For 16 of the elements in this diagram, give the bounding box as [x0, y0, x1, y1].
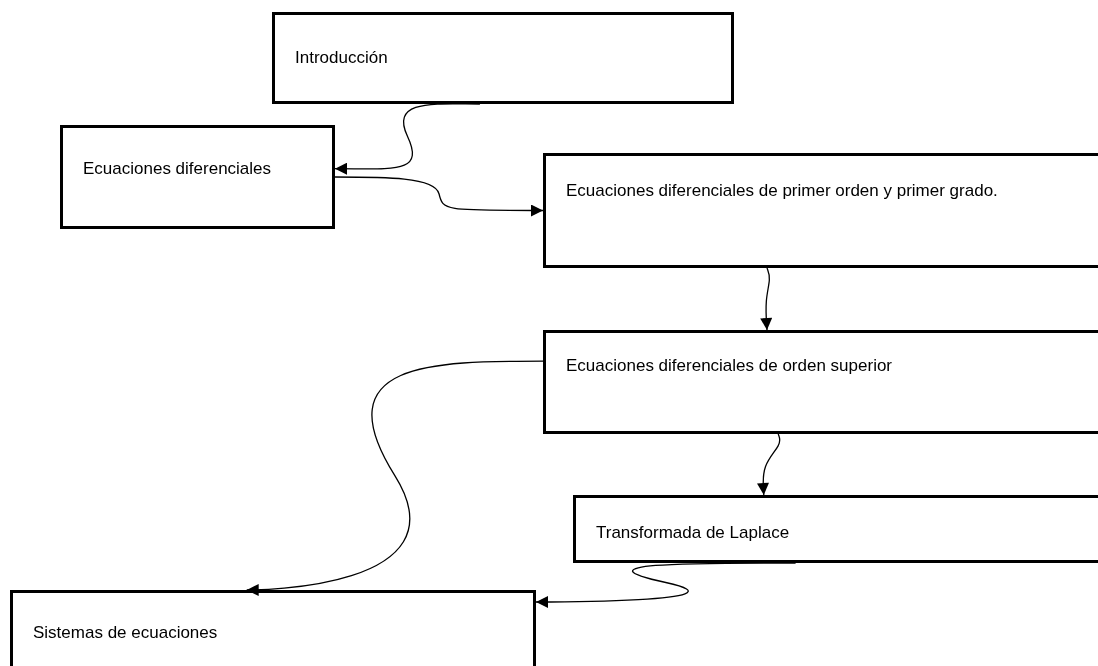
process-box	[543, 330, 1098, 434]
box-label: Ecuaciones diferenciales	[83, 158, 273, 180]
process-box	[272, 12, 734, 104]
process-box	[543, 153, 1098, 268]
process-box	[10, 590, 536, 666]
process-box	[60, 125, 335, 229]
box-label: Introducción	[295, 47, 389, 69]
arrow	[757, 433, 781, 496]
arrow	[760, 267, 773, 331]
box-label: Ecuaciones diferenciales de primer orden y primer grado.	[566, 180, 999, 202]
arrow	[334, 176, 544, 217]
box-label: Sistemas de ecuaciones	[33, 622, 219, 644]
process-box	[573, 495, 1098, 563]
box-label: Ecuaciones diferenciales de orden superior	[566, 355, 894, 377]
box-label: Transformada de Laplace	[596, 522, 791, 544]
arrow	[246, 360, 544, 596]
